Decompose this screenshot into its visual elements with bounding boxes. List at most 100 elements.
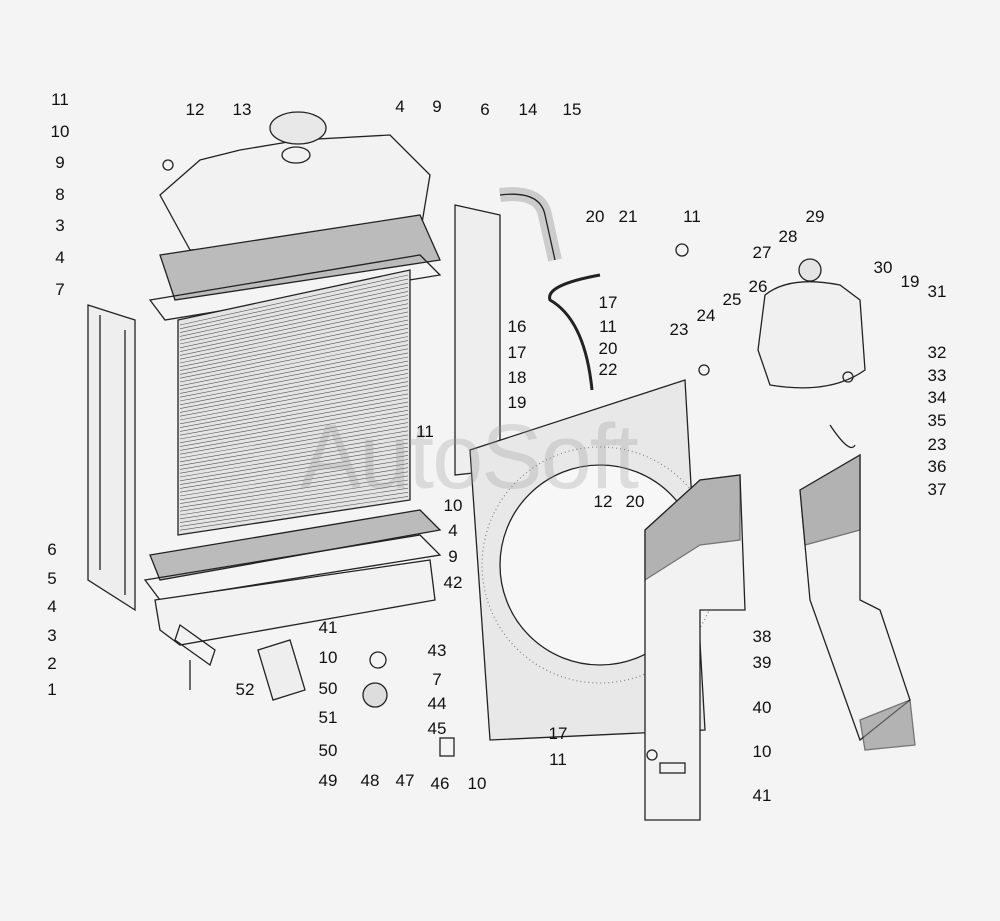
bottom-tank (154, 559, 436, 646)
callout-number: 43 (427, 641, 447, 660)
side-bracket-left (87, 304, 136, 612)
radiator-fin (179, 356, 409, 402)
callout-number: 4 (47, 597, 57, 616)
radiator-fin (179, 405, 409, 447)
callout-number: 15 (562, 100, 582, 119)
callout-number: 4 (55, 248, 65, 267)
callout-number: 39 (752, 653, 772, 672)
radiator-fin (179, 307, 409, 356)
radiator-fin (179, 381, 409, 425)
callout-number: 17 (507, 343, 527, 362)
watermark: AutoSoft (300, 406, 639, 508)
callout-number: 10 (443, 496, 463, 515)
callout-number: 11 (51, 90, 69, 109)
callout-number: 9 (432, 97, 442, 116)
callout-number: 52 (235, 680, 255, 699)
callout-number: 45 (427, 719, 447, 738)
callout-number: 17 (548, 724, 568, 743)
radiator-fin (179, 311, 409, 360)
callout-number: 3 (47, 626, 57, 645)
callout-number: 47 (395, 771, 415, 790)
bottom-gasket (149, 509, 442, 581)
callout-number: 12 (185, 100, 205, 119)
radiator-fin (179, 426, 409, 466)
callout-number: 14 (518, 100, 538, 119)
callout-number: 10 (467, 774, 487, 793)
radiator-fin (179, 487, 409, 523)
callout-number: 2 (47, 654, 57, 673)
radiator-fin (179, 315, 409, 364)
callout-number: 20 (625, 492, 645, 511)
filler-neck (281, 146, 311, 164)
callout-number: 35 (927, 411, 947, 430)
callout-number: 33 (927, 366, 947, 385)
callout-number: 1 (47, 680, 57, 699)
callout-number: 9 (55, 153, 65, 172)
radiator-fin (179, 438, 409, 478)
callout-number: 11 (549, 750, 567, 769)
radiator-fin (179, 295, 409, 345)
callout-number: 50 (318, 741, 338, 760)
radiator-fin (179, 479, 409, 516)
radiator-fin (179, 303, 409, 352)
callout-number: 41 (318, 618, 338, 637)
top-gasket (159, 214, 441, 301)
radiator-fin (179, 274, 409, 326)
radiator-fin (179, 475, 409, 512)
callout-number: 11 (416, 422, 434, 441)
radiator-fin (179, 377, 409, 421)
callout-number: 5 (47, 569, 57, 588)
radiator-fin (179, 344, 409, 390)
radiator-fin (179, 410, 409, 451)
radiator-fin (179, 430, 409, 470)
radiator-fin (179, 278, 409, 330)
callout-number: 19 (900, 272, 920, 291)
callout-number: 10 (752, 742, 772, 761)
radiator-fin (179, 332, 409, 379)
radiator-fin (179, 389, 409, 432)
callout-number: 11 (683, 207, 701, 226)
callout-number: 17 (598, 293, 618, 312)
callout-number: 23 (669, 320, 689, 339)
callout-number: 13 (232, 100, 252, 119)
radiator-fin (179, 348, 409, 394)
callout-number: 50 (318, 679, 338, 698)
callout-number: 41 (752, 786, 772, 805)
callout-number: 8 (55, 185, 65, 204)
callout-number: 10 (318, 648, 338, 667)
bottom-plate (143, 534, 442, 601)
expansion-tank (757, 281, 866, 389)
radiator-fin (179, 442, 409, 482)
radiator-fin (179, 299, 409, 349)
upper-hose (499, 187, 562, 262)
radiator-fin (179, 340, 409, 387)
callout-number: 10 (50, 122, 70, 141)
radiator-fin (179, 496, 409, 531)
radiator-fin (179, 287, 409, 337)
callout-number: 6 (480, 100, 490, 119)
callout-number: 29 (805, 207, 825, 226)
callout-number: 38 (752, 627, 772, 646)
callout-number: 49 (318, 771, 338, 790)
radiator-fin (179, 282, 409, 333)
top-plate (148, 254, 442, 321)
callout-number: 30 (873, 258, 893, 277)
callout-number: 37 (927, 480, 947, 499)
radiator-fin (179, 414, 409, 455)
bushing (362, 682, 388, 708)
radiator-fin (179, 364, 409, 409)
radiator-fin (179, 385, 409, 428)
callout-number: 19 (507, 393, 527, 412)
radiator-fin (179, 483, 409, 520)
callout-number: 34 (927, 388, 947, 407)
radiator-fin (179, 492, 409, 527)
callout-number: 20 (598, 339, 618, 358)
radiator-fin (179, 323, 409, 371)
callout-number: 31 (927, 282, 947, 301)
callout-number: 24 (696, 306, 716, 325)
callout-number: 16 (507, 317, 527, 336)
callout-number: 6 (47, 540, 57, 559)
callout-number: 22 (598, 360, 618, 379)
callout-number: 46 (430, 774, 450, 793)
